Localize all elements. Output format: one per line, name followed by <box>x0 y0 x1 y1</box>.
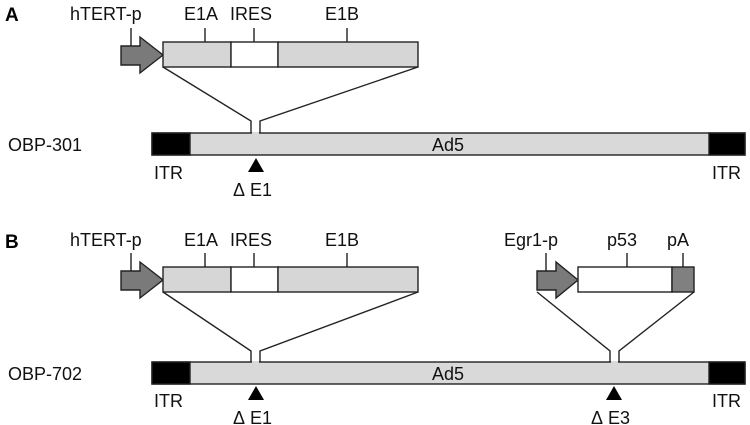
zoom-line-e3-right <box>618 291 695 362</box>
htert-promoter-label: hTERT-p <box>70 230 142 250</box>
genome-label: Ad5 <box>432 135 464 155</box>
ires-label: IRES <box>230 4 272 24</box>
itr-left-block <box>151 132 191 156</box>
deletion-marker-e3 <box>606 386 622 400</box>
deletion-marker-e1 <box>248 386 264 400</box>
egr1-promoter-label: Egr1-p <box>504 230 558 250</box>
htert-promoter-arrow <box>120 260 165 300</box>
pa-box <box>671 266 695 293</box>
panel-a-letter: A <box>5 5 19 26</box>
delta-symbol: Δ <box>233 408 245 425</box>
delta-symbol: Δ <box>233 180 245 200</box>
htert-promoter-label: hTERT-p <box>70 4 142 24</box>
e1b-box <box>277 41 419 68</box>
e1a-label: E1A <box>184 230 218 250</box>
vector-name: OBP-702 <box>8 364 82 384</box>
e1a-label: E1A <box>184 4 218 24</box>
itr-right-label: ITR <box>712 391 741 411</box>
itr-right-label: ITR <box>712 163 741 183</box>
zoom-line-e3-left <box>536 291 611 362</box>
e1b-box <box>277 266 419 293</box>
ires-label: IRES <box>230 230 272 250</box>
deletion-marker-e1 <box>248 158 264 172</box>
itr-right-block <box>708 132 746 156</box>
itr-left-label: ITR <box>154 391 183 411</box>
deletion-e3-label: E3 <box>608 408 630 425</box>
e1a-box <box>162 266 232 293</box>
egr1-promoter-arrow <box>536 260 580 300</box>
panel-a: A hTERT-p E1A IRES E1B OBP-301 Ad5 ITR I… <box>5 4 746 200</box>
panel-b-letter: B <box>5 232 19 253</box>
zoom-line-e1-left <box>162 291 252 362</box>
pa-label: pA <box>667 230 689 250</box>
ires-box <box>230 41 279 68</box>
htert-promoter-arrow <box>120 35 165 75</box>
ires-box <box>230 266 279 293</box>
deletion-e1-label: E1 <box>250 408 272 425</box>
e1a-box <box>162 41 232 68</box>
genome-label: Ad5 <box>432 364 464 384</box>
delta-symbol: Δ <box>591 408 603 425</box>
e1b-label: E1B <box>325 230 359 250</box>
itr-left-block <box>151 361 191 385</box>
p53-label: p53 <box>607 230 637 250</box>
itr-left-label: ITR <box>154 163 183 183</box>
itr-right-block <box>708 361 746 385</box>
deletion-e1-label: E1 <box>250 180 272 200</box>
panel-b: B hTERT-p E1A IRES E1B Egr1-p p53 pA OBP… <box>5 230 746 425</box>
e1b-label: E1B <box>325 4 359 24</box>
zoom-line-right <box>259 66 419 133</box>
vector-name: OBP-301 <box>8 135 82 155</box>
p53-box <box>577 266 673 293</box>
zoom-line-e1-right <box>259 291 419 362</box>
zoom-line-left <box>162 66 252 133</box>
